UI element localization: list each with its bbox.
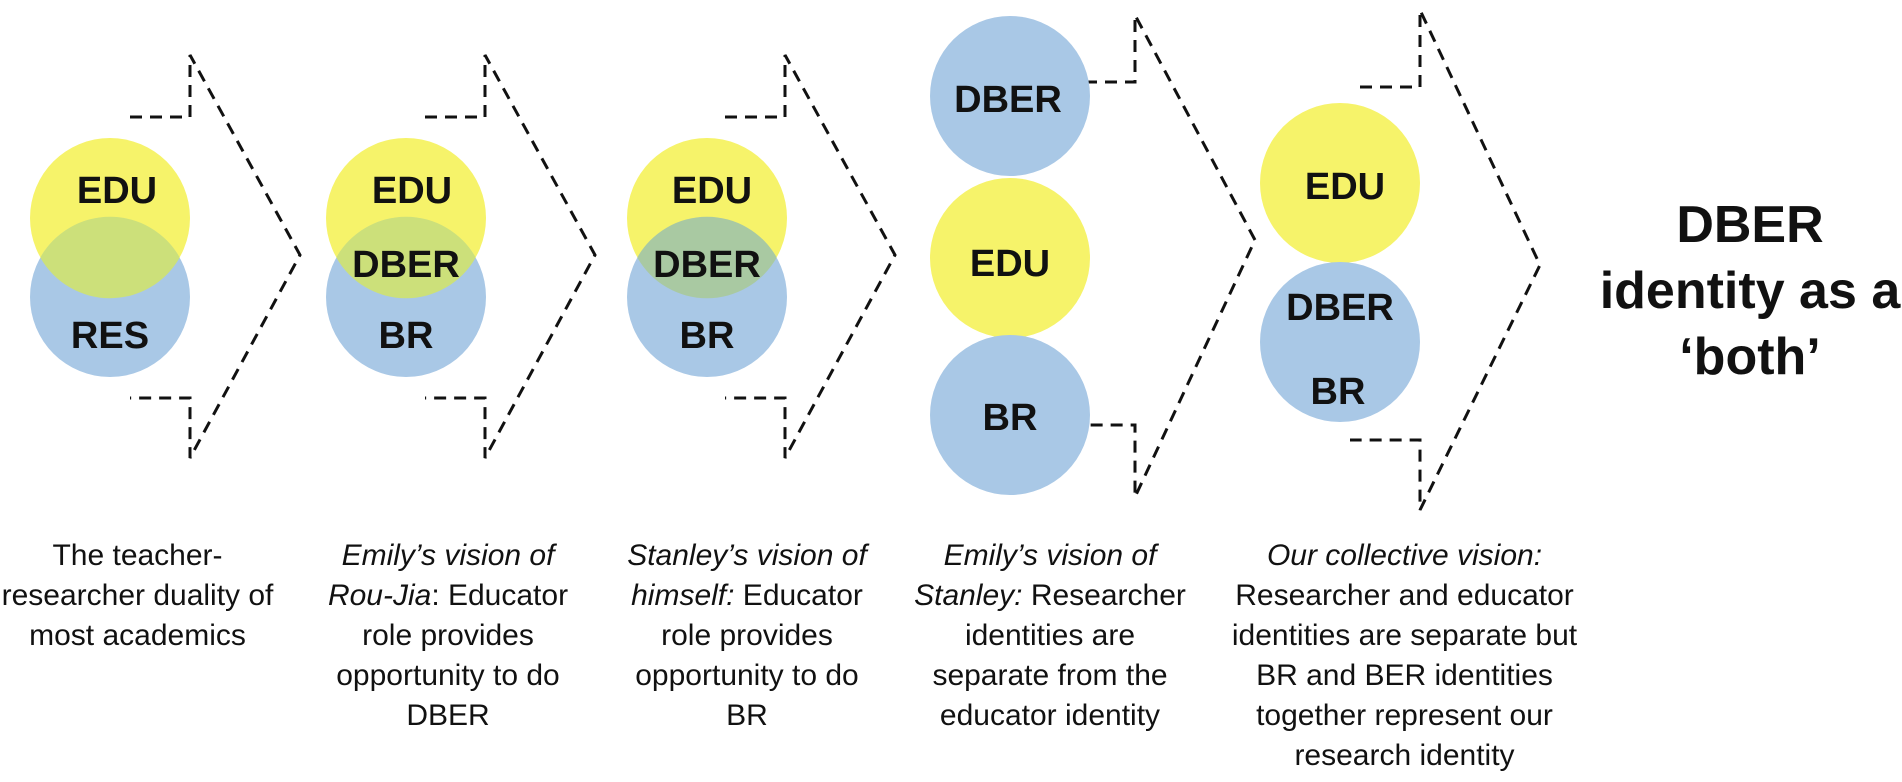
arrow-3 <box>725 54 897 459</box>
panel-2-circles: EDU DBER BR <box>326 138 486 377</box>
panel-4-caption-text: Researcher identities are separate from … <box>932 579 1186 732</box>
panel-5-caption-text: Researcher and educator identities are s… <box>1231 579 1578 772</box>
panel-4-dber-circle <box>930 16 1090 176</box>
panel-2-caption: Emily’s vision of Rou-Jia: Educator role… <box>313 536 583 736</box>
panel-5-br-label: BR <box>1311 371 1366 413</box>
panel-5-caption-lead: Our collective vision: <box>1266 539 1543 572</box>
panel-5-research-circle <box>1260 262 1420 422</box>
panel-5-caption: Our collective vision: Researcher and ed… <box>1222 536 1587 776</box>
final-statement-line-1: DBER <box>1676 196 1824 254</box>
panel-3-caption-text: Educator role provides opportunity to do… <box>635 579 863 732</box>
panel-4-br-circle <box>930 335 1090 495</box>
panel-2-edu-label: EDU <box>372 170 452 212</box>
panel-2-caption-text: : Educator role provides opportunity to … <box>336 579 569 732</box>
panel-3-dber-label: DBER <box>653 244 761 286</box>
panel-4-edu-circle <box>930 178 1090 338</box>
panel-2-caption-lead: Emily’s vision of Rou-Jia <box>327 539 555 612</box>
panel-4-dber-label: DBER <box>954 79 1062 121</box>
panel-1-caption: The teacher-researcher duality of most a… <box>0 536 275 656</box>
final-statement-line-3: ‘both’ <box>1679 328 1821 386</box>
panel-2-overlap <box>336 216 476 299</box>
panel-1-circles: EDU RES <box>30 138 190 377</box>
panel-2-dber-label: DBER <box>352 244 460 286</box>
panel-3-edu-label: EDU <box>672 170 752 212</box>
panel-3-circles: EDU DBER BR <box>627 138 787 377</box>
panel-3-overlap <box>637 216 777 299</box>
panel-5-circles: EDU DBER BR <box>1260 103 1420 422</box>
panel-1-overlap <box>40 216 180 299</box>
panel-2-br-label: BR <box>379 315 434 357</box>
panel-4-caption: Emily’s vision of Stanley: Researcher id… <box>905 536 1195 736</box>
panel-3-caption-lead: Stanley’s vision of himself: <box>627 539 867 612</box>
final-statement: DBER identity as a ‘both’ <box>1585 192 1902 390</box>
panel-4-edu-label: EDU <box>970 243 1050 285</box>
panel-5-edu-circle <box>1260 103 1420 263</box>
arrow-5 <box>1350 9 1542 511</box>
panel-3-caption: Stanley’s vision of himself: Educator ro… <box>612 536 882 736</box>
panel-4-caption-lead: Emily’s vision of Stanley: <box>914 539 1157 612</box>
panel-4-circles: DBER EDU BR <box>930 16 1090 495</box>
arrow-2 <box>425 54 597 459</box>
panel-5-edu-label: EDU <box>1305 166 1385 208</box>
final-statement-line-2: identity as a <box>1599 262 1901 320</box>
panel-4-br-label: BR <box>983 397 1038 439</box>
panel-3-br-label: BR <box>680 315 735 357</box>
arrow-4 <box>1065 14 1257 498</box>
panel-1-edu-label: EDU <box>77 170 157 212</box>
panel-1-caption-text: The teacher-researcher duality of most a… <box>1 539 274 652</box>
panel-5-dber-label: DBER <box>1286 287 1394 329</box>
arrow-1 <box>130 54 302 459</box>
panel-1-res-label: RES <box>71 315 149 357</box>
